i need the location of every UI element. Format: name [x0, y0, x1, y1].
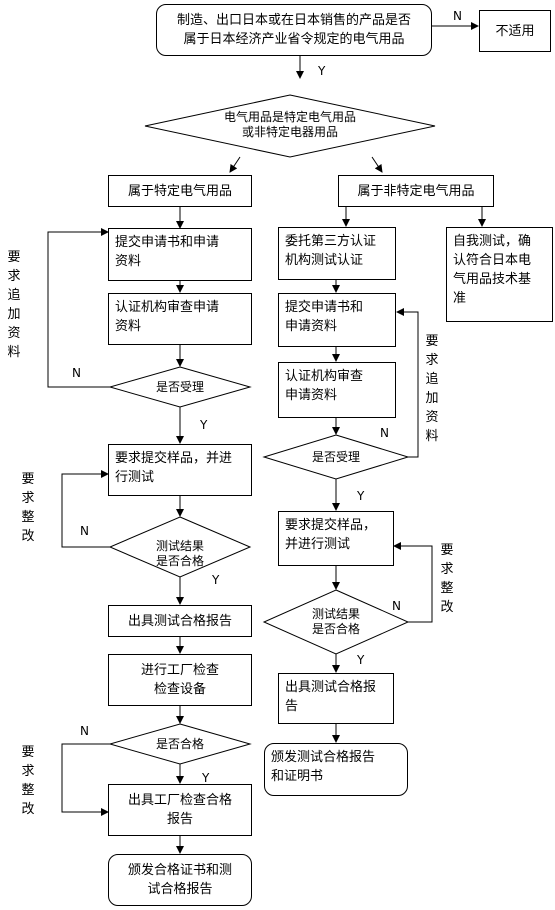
loop-more-docs-left	[47, 228, 110, 388]
arrow-classify-nonspec	[371, 156, 383, 173]
l-factory-report-box: 出具工厂检查合格 报告	[108, 784, 252, 836]
classify-text: 电气用品是特定电气用品 或非特定电器用品	[223, 110, 356, 139]
l-pass-text: 是否合格	[155, 737, 204, 751]
side-rectify-left-1: 要求整改	[21, 472, 35, 544]
m-issue-box: 颁发测试合格报告 和证明书	[264, 743, 408, 796]
label-yes-m-accept: Y	[357, 489, 365, 503]
label-yes-m-test: Y	[357, 653, 365, 667]
m-submit-box: 提交申请书和 申请资料	[278, 293, 396, 347]
side-rectify-mid: 要求整改	[440, 543, 454, 615]
label-yes-start: Y	[318, 64, 326, 78]
l-issue-box: 颁发合格证书和测 试合格报告	[108, 854, 252, 906]
label-yes-l-test: Y	[212, 573, 220, 587]
loop-rectify-mid	[393, 542, 433, 623]
l-test-text: 测试结果 是否合格	[155, 539, 204, 568]
label-no-l-pass: N	[80, 724, 89, 738]
label-no-start: N	[453, 9, 462, 23]
label-no-l-accept: N	[72, 366, 81, 380]
m-sample-box: 要求提交样品， 并进行测试	[278, 511, 394, 566]
l-factory-box: 进行工厂检查 检查设备	[108, 654, 252, 706]
m-entrust-box: 委托第三方认证 机构测试认证	[278, 227, 396, 280]
loop-rectify-left-2	[61, 743, 110, 816]
specified-box: 属于特定电气用品	[108, 175, 252, 207]
side-more-docs-left: 要求追加资料	[7, 250, 21, 360]
loop-rectify-left-1	[61, 470, 110, 548]
l-review-box: 认证机构审查申请 资料	[108, 293, 252, 345]
label-no-l-test: N	[80, 524, 89, 538]
loop-more-docs-mid	[396, 308, 419, 458]
start-box: 制造、出口日本或在日本销售的产品是否 属于日本经济产业省令规定的电气用品	[156, 4, 432, 56]
classify-diamond	[144, 94, 436, 158]
non-specified-box: 属于非特定电气用品	[338, 175, 494, 207]
side-more-docs-mid: 要求追加资料	[425, 334, 439, 444]
side-rectify-left-2: 要求整改	[21, 745, 35, 817]
r-self-test-box: 自我测试，确 认符合日本电 气用品技术基 准	[446, 227, 553, 322]
m-accept-text: 是否受理	[311, 450, 360, 464]
label-no-m-test: N	[392, 599, 401, 613]
l-sample-box: 要求提交样品，并进 行测试	[108, 444, 252, 496]
m-review-box: 认证机构审查 申请资料	[278, 362, 396, 418]
l-report-box: 出具测试合格报告	[108, 605, 252, 637]
m-test-text: 测试结果 是否合格	[311, 607, 360, 636]
l-accept-text: 是否受理	[155, 380, 204, 394]
label-yes-l-pass: Y	[202, 771, 210, 785]
l-submit-box: 提交申请书和申请 资料	[108, 228, 252, 281]
arrow-classify-specified	[229, 156, 241, 173]
label-no-m-accept: N	[380, 426, 389, 440]
m-report-box: 出具测试合格报 告	[278, 673, 394, 724]
label-yes-l-accept: Y	[200, 418, 208, 432]
not-applicable-box: 不适用	[479, 10, 551, 52]
